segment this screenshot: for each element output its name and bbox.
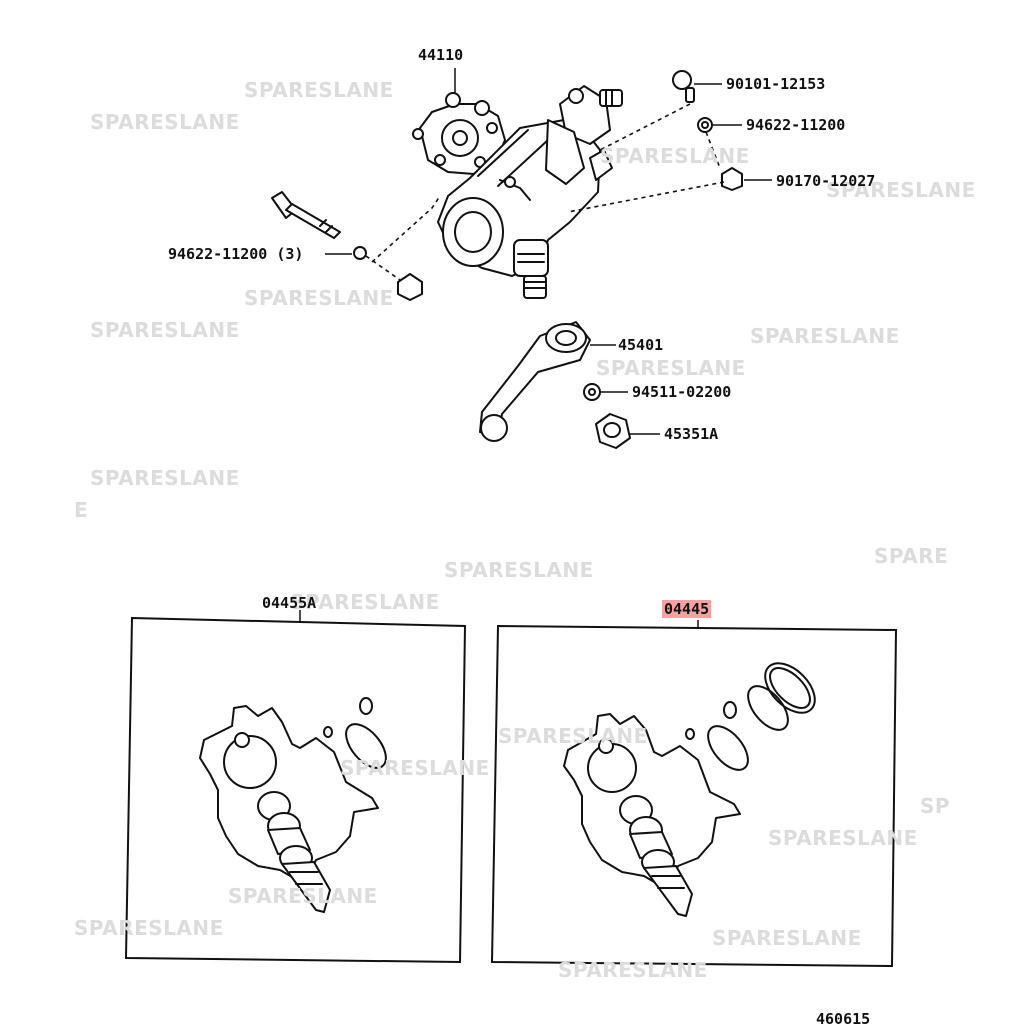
watermark: SPARESLANE — [768, 826, 918, 850]
watermark: SPARESLANE — [826, 178, 976, 202]
watermark: SPARESLANE — [600, 144, 750, 168]
part-label-pitman-arm[interactable]: 45401 — [618, 336, 664, 354]
part-label-top-nut[interactable]: 90170-12027 — [776, 172, 876, 190]
top-washer-drawing — [697, 117, 713, 133]
watermark: SPARESLANE — [444, 558, 594, 582]
watermark: SPARESLANE — [74, 916, 224, 940]
steering-gear-box-drawing — [412, 68, 623, 299]
mounting-bolt-drawing — [271, 191, 341, 239]
watermark: SPARESLANE — [244, 286, 394, 310]
watermark: SPARESLANE — [712, 926, 862, 950]
part-label-lock-washer[interactable]: 94511-02200 — [632, 383, 732, 401]
part-label-top-washer[interactable]: 94622-11200 — [746, 116, 846, 134]
top-nut-drawing — [721, 167, 743, 191]
watermark: SPARESLANE — [290, 590, 440, 614]
part-label-arm-nut[interactable]: 45351A — [664, 425, 719, 443]
top-bolt-drawing — [672, 70, 695, 103]
watermark: SPARESLANE — [750, 324, 900, 348]
part-label-kit-left[interactable]: 04455A — [262, 594, 317, 612]
watermark: SPARESLANE — [596, 356, 746, 380]
pitman-arm-drawing — [479, 321, 591, 442]
watermark: SPARESLANE — [244, 78, 394, 102]
diagram-footer-code: 460615 — [816, 1010, 871, 1028]
part-label-kit-right-highlighted[interactable]: 04445 — [662, 600, 712, 618]
watermark-fragment: SPARE — [874, 544, 949, 568]
kit-left-drawing — [124, 610, 467, 964]
watermark: SPARESLANE — [558, 958, 708, 982]
arm-nut-drawing — [595, 413, 631, 449]
left-washer-drawing — [353, 246, 367, 260]
watermark: SPARESLANE — [90, 110, 240, 134]
watermark: SPARESLANE — [90, 466, 240, 490]
watermark: SPARESLANE — [228, 884, 378, 908]
left-nut-drawing — [397, 273, 423, 301]
part-label-left-washer[interactable]: 94622-11200 (3) — [168, 245, 304, 263]
watermark: SPARESLANE — [90, 318, 240, 342]
watermark-fragment: SP — [920, 794, 951, 818]
part-label-gear-box[interactable]: 44110 — [418, 46, 464, 64]
watermark-fragment: E — [74, 498, 89, 522]
watermark: SPARESLANE — [340, 756, 490, 780]
watermark: SPARESLANE — [498, 724, 648, 748]
lock-washer-drawing — [583, 383, 601, 401]
kit-right-drawing — [490, 620, 898, 968]
part-label-top-bolt[interactable]: 90101-12153 — [726, 75, 826, 93]
